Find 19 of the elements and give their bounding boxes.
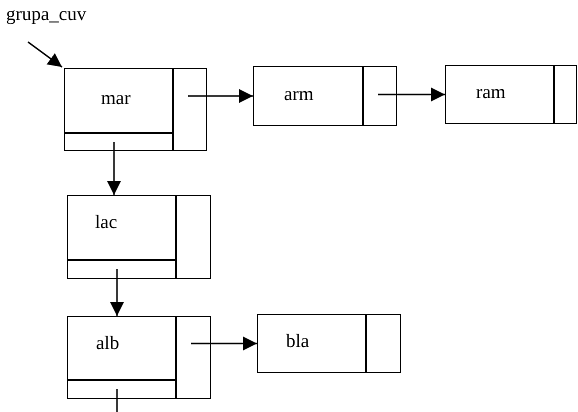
node-value: lac [95, 212, 118, 234]
list-node-box [445, 65, 577, 124]
list-node-box [257, 314, 401, 373]
arrow [107, 142, 121, 195]
node-value: mar [101, 88, 131, 110]
node-value: arm [284, 84, 314, 106]
list-node-box [253, 66, 397, 126]
node-value: alb [96, 333, 120, 355]
node-value: bla [286, 331, 310, 353]
list-node-box [67, 316, 211, 399]
arrow [188, 89, 253, 103]
variable-name: grupa_cuv [6, 4, 86, 26]
list-node-box [67, 195, 211, 279]
node-value: ram [476, 82, 506, 104]
arrow [110, 269, 124, 316]
arrow [378, 88, 445, 102]
arrow [191, 336, 257, 350]
arrow [28, 41, 62, 68]
list-node-box [64, 68, 207, 151]
